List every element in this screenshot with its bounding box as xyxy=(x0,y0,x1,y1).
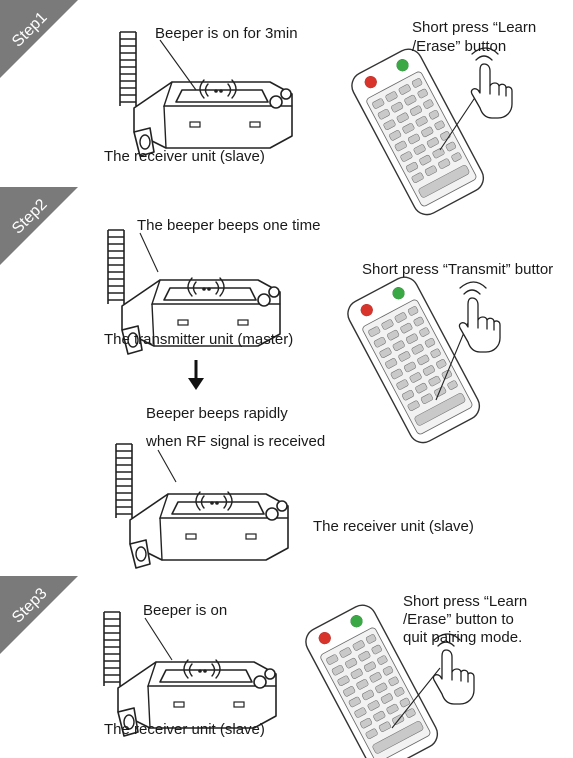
step2-remote xyxy=(342,271,485,449)
step1-unit-caption: The receiver unit (slave) xyxy=(104,148,265,165)
step1-remote xyxy=(346,43,489,221)
step1-badge: Step1 xyxy=(0,0,78,78)
step2-hand-icon xyxy=(458,281,501,353)
step1-power-led xyxy=(396,59,409,72)
step2-learn-led xyxy=(360,304,373,317)
step1-learn-led xyxy=(364,76,377,89)
step3-beeper-note: Beeper is on xyxy=(143,602,227,619)
step2-beeper-note: The beeper beeps one time xyxy=(137,217,320,234)
step3-press-pointer xyxy=(391,667,441,729)
step1-remote-note-line2: /Erase” button xyxy=(412,38,506,55)
step2-badge: Step2 xyxy=(0,187,78,265)
step2-receive-note-line1: Beeper beeps rapidly xyxy=(146,405,288,422)
step2-badge-triangle xyxy=(0,187,78,265)
step2-receiver-unit xyxy=(113,437,289,569)
step3-remote-note-line3: quit pairing mode. xyxy=(403,629,522,646)
step2-remote-note: Short press “Transmit” buttor xyxy=(362,261,553,278)
step3-receiver-unit xyxy=(101,605,277,737)
step2-beeper-pointer xyxy=(139,232,159,273)
step1-remote-note-line1: Short press “Learn xyxy=(412,19,536,36)
down-arrow-icon xyxy=(188,360,204,390)
step3-unit-caption: The receiver unit (slave) xyxy=(104,721,265,738)
step1-beeper-pointer xyxy=(159,39,197,91)
step3-learn-led xyxy=(318,632,331,645)
step3-badge-triangle xyxy=(0,576,78,654)
step3-remote xyxy=(300,599,443,758)
step1-receiver-unit xyxy=(117,25,293,157)
step1-hand-icon xyxy=(470,47,513,119)
step3-badge: Step3 xyxy=(0,576,78,654)
step3-remote-note-line1: Short press “Learn xyxy=(403,593,527,610)
step2-receiver-caption: The receiver unit (slave) xyxy=(313,518,474,535)
step1-badge-triangle xyxy=(0,0,78,78)
step3-power-led xyxy=(350,615,363,628)
step3-remote-note-line2: /Erase” button to xyxy=(403,611,514,628)
step2-receive-note-line2: when RF signal is received xyxy=(145,433,325,450)
step3-beeper-pointer xyxy=(144,617,173,661)
step2-receive-pointer xyxy=(157,449,177,483)
step2-unit-caption: The transmitter unit (master) xyxy=(104,331,293,348)
step1-beeper-note: Beeper is on for 3min xyxy=(155,25,298,42)
step2-power-led xyxy=(392,287,405,300)
